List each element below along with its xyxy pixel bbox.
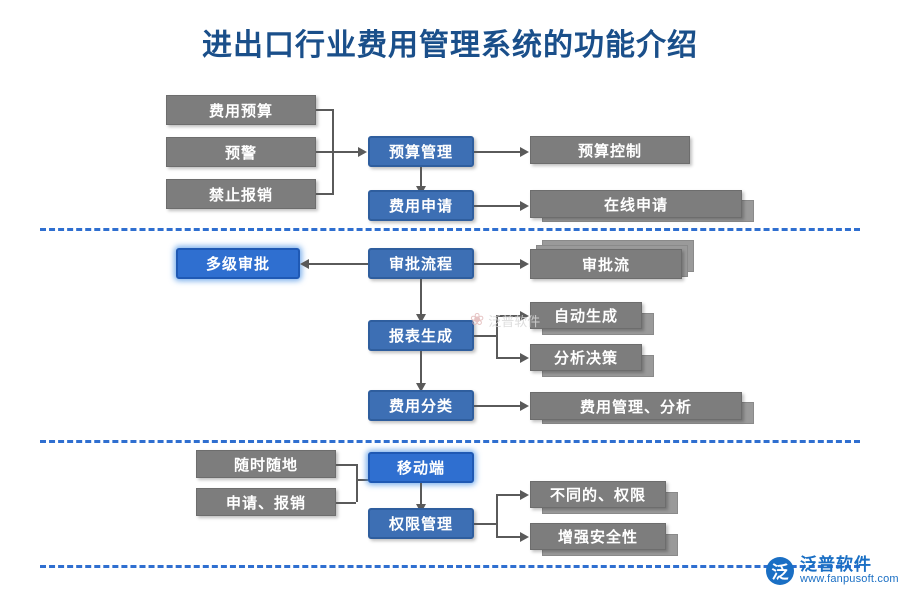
connector-permission-to-security [496,536,520,538]
connector-mobile-bus [356,464,358,502]
node-permission-manage[interactable]: 权限管理 [368,508,474,539]
connector-anytime [336,464,356,466]
node-forbid-input[interactable]: 禁止报销 [166,179,316,209]
brand-logo: 泛 泛普软件 www.fanpusoft.com [766,556,899,585]
node-enhance-security[interactable]: 增强安全性 [530,523,666,550]
arrow-permission-to-different [520,490,529,500]
node-expense-category[interactable]: 费用分类 [368,390,474,421]
connector-forbid-input [316,193,332,195]
logo-mark-icon: 泛 [766,556,794,585]
connector-bus-to-budget [332,151,358,153]
connector-category-to-manage [474,405,520,407]
node-approval-flow[interactable]: 审批流程 [368,248,474,279]
node-mobile-terminal[interactable]: 移动端 [368,452,474,483]
node-different-permission[interactable]: 不同的、权限 [530,481,666,508]
arrow-category-to-manage [520,401,529,411]
connector-report-to-auto [496,315,520,317]
arrow-apply-to-online [520,201,529,211]
node-budget-input[interactable]: 费用预算 [166,95,316,125]
connector-budget-to-control [474,151,520,153]
node-expense-manage-analysis[interactable]: 费用管理、分析 [530,392,742,420]
connector-warning-input [316,151,332,153]
connector-budget-input [316,109,332,111]
watermark-mark: ❀ [470,310,485,329]
connector-report-bus-vertical [496,315,498,357]
arrow-report-to-category [416,383,426,392]
connector-report-to-category [420,351,422,383]
connector-approval-to-report [420,279,422,314]
node-online-apply[interactable]: 在线申请 [530,190,742,218]
node-apply-reimburse[interactable]: 申请、报销 [196,488,336,516]
connector-approval-to-multi [309,263,368,265]
divider-3 [40,565,860,568]
divider-2 [40,440,860,443]
arrow-report-to-analysis [520,353,529,363]
node-expense-apply[interactable]: 费用申请 [368,190,474,221]
connector-mobile-to-permission [420,483,422,504]
node-budget-control[interactable]: 预算控制 [530,136,690,164]
logo-name: 泛普软件 [800,555,872,574]
node-warning-input[interactable]: 预警 [166,137,316,167]
arrow-approval-to-report [416,314,426,323]
connector-permission-to-different [496,494,520,496]
node-auto-generate[interactable]: 自动生成 [530,302,642,329]
center-watermark: ❀ 泛普软件 [470,310,540,330]
node-anytime-anywhere[interactable]: 随时随地 [196,450,336,478]
arrow-bus-to-budget [358,147,367,157]
logo-url: www.fanpusoft.com [800,572,899,585]
node-approval-stream[interactable]: 审批流 [530,249,682,279]
connector-report-bus [474,335,496,337]
page-title: 进出口行业费用管理系统的功能介绍 [202,29,698,62]
arrow-approval-to-multi [300,259,309,269]
arrow-permission-to-security [520,532,529,542]
connector-permission-bus-vertical [496,494,498,536]
node-budget-manage[interactable]: 预算管理 [368,136,474,167]
connector-budget-to-apply [420,167,422,186]
arrow-approval-to-stream [520,259,529,269]
connector-report-to-analysis [496,357,520,359]
connector-reimburse [336,502,356,504]
connector-apply-to-online [474,205,520,207]
node-multi-approval[interactable]: 多级审批 [176,248,300,279]
watermark-text: 泛普软件 [488,313,541,329]
connector-approval-to-stream [474,263,520,265]
divider-1 [40,228,860,231]
node-report-generate[interactable]: 报表生成 [368,320,474,351]
arrow-budget-to-control [520,147,529,157]
connector-permission-bus [474,523,496,525]
node-analysis-decision[interactable]: 分析决策 [530,344,642,371]
arrow-report-to-auto [520,311,529,321]
connector-mobile-to-bus [356,479,368,481]
